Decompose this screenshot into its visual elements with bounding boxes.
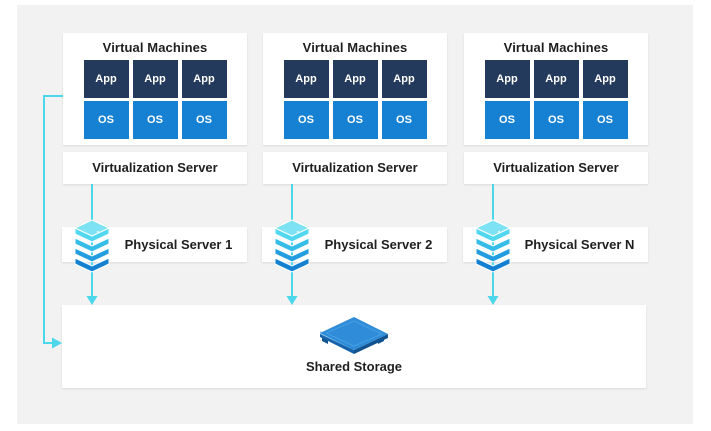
app-tile: App	[283, 60, 329, 98]
server-stack-icon	[474, 219, 512, 273]
vm-group-title: Virtual Machines	[503, 40, 609, 55]
physical-server-label: Physical Server 2	[324, 237, 433, 252]
os-tile-row: OS OS OS	[464, 101, 648, 139]
physical-server-label: Physical Server N	[524, 237, 635, 252]
server-stack-icon	[273, 219, 311, 273]
os-tile-row: OS OS OS	[263, 101, 447, 139]
os-tile: OS	[83, 101, 129, 139]
shared-storage-icon	[320, 317, 388, 354]
app-tile: App	[181, 60, 227, 98]
shared-storage-box: Shared Storage	[62, 305, 646, 388]
app-tile: App	[83, 60, 129, 98]
server-stack-icon	[73, 219, 111, 273]
physical-server-label: Physical Server 1	[124, 237, 233, 252]
os-tile: OS	[533, 101, 579, 139]
os-tile: OS	[283, 101, 329, 139]
app-tile-row: App App App	[263, 60, 447, 98]
vm-group-1: Virtual Machines App App App OS OS OS	[63, 33, 247, 145]
app-tile-row: App App App	[63, 60, 247, 98]
os-tile: OS	[132, 101, 178, 139]
vm-group-title: Virtual Machines	[302, 40, 408, 55]
vm-group-3: Virtual Machines App App App OS OS OS	[464, 33, 648, 145]
virtualization-server-box: Virtualization Server	[464, 152, 648, 184]
app-tile: App	[381, 60, 427, 98]
virtualization-server-box: Virtualization Server	[63, 152, 247, 184]
vm-group-title: Virtual Machines	[102, 40, 208, 55]
app-tile: App	[582, 60, 628, 98]
shared-storage-label: Shared Storage	[305, 359, 403, 374]
os-tile-row: OS OS OS	[63, 101, 247, 139]
os-tile: OS	[332, 101, 378, 139]
virtualization-server-box: Virtualization Server	[263, 152, 447, 184]
app-tile: App	[132, 60, 178, 98]
app-tile: App	[332, 60, 378, 98]
os-tile: OS	[582, 101, 628, 139]
os-tile: OS	[484, 101, 530, 139]
app-tile: App	[484, 60, 530, 98]
os-tile: OS	[181, 101, 227, 139]
app-tile-row: App App App	[464, 60, 648, 98]
os-tile: OS	[381, 101, 427, 139]
app-tile: App	[533, 60, 579, 98]
vm-group-2: Virtual Machines App App App OS OS OS	[263, 33, 447, 145]
